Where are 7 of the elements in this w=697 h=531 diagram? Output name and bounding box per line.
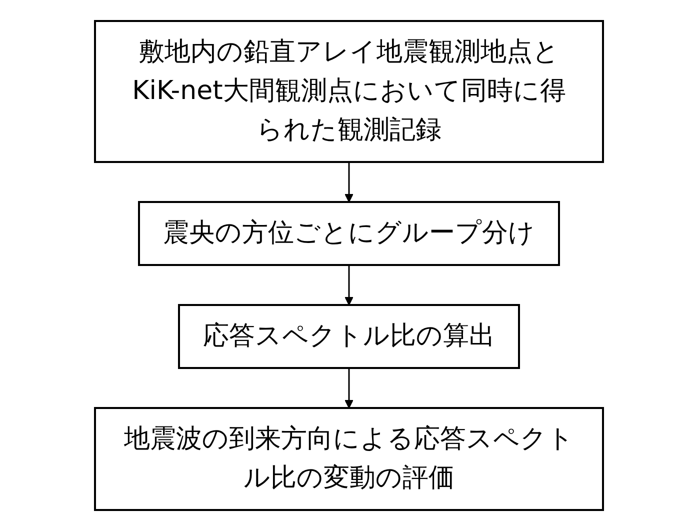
arrow bbox=[344, 368, 353, 408]
arrow bbox=[344, 265, 353, 306]
arrow bbox=[344, 162, 353, 202]
node-box: 敷地内の鉛直アレイ地震観測地点とKiK-net大間観測点において同時に得られた観測記録 bbox=[94, 20, 604, 163]
node-box: 震央の方位ごとにグループ分け bbox=[138, 201, 560, 266]
node-box: 応答スペクトル比の算出 bbox=[178, 304, 520, 369]
node-box: 地震波の到来方向による応答スペクトル比の変動の評価 bbox=[94, 407, 604, 511]
